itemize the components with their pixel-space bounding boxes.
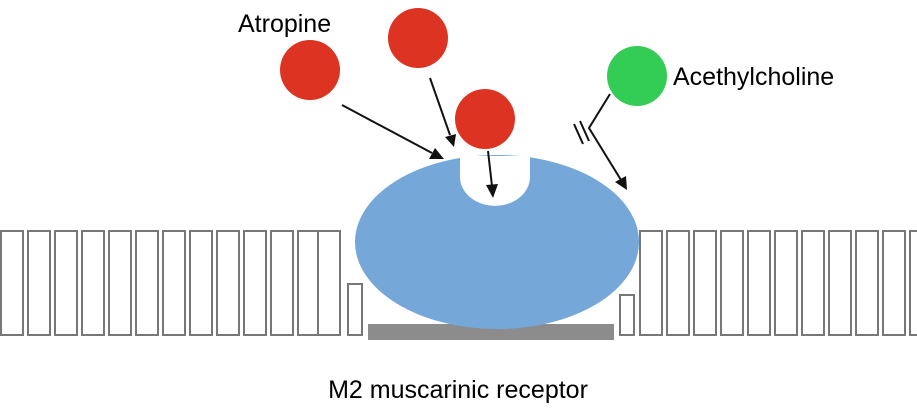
arrowhead — [486, 184, 498, 198]
atropine-arrow — [429, 77, 451, 136]
membrane-cell — [162, 230, 186, 336]
receptor-body — [355, 155, 639, 329]
membrane-cell — [828, 230, 852, 336]
atropine-molecule — [388, 8, 448, 68]
membrane-cell — [297, 230, 321, 336]
membrane-cell — [108, 230, 132, 336]
binding-arrows — [341, 77, 627, 198]
membrane-cell — [317, 230, 341, 336]
atropine-arrow — [487, 150, 493, 187]
acetylcholine-arrow — [587, 93, 622, 181]
receptor-base-plate — [368, 324, 614, 340]
block-bar — [573, 123, 584, 145]
acetylcholine-molecule — [607, 46, 667, 106]
atropine-molecules — [280, 8, 515, 149]
membrane-cell — [639, 230, 663, 336]
membrane-cell — [882, 230, 906, 336]
membrane-cell — [666, 230, 690, 336]
membrane-cell-short — [619, 294, 635, 336]
membrane-cell — [801, 230, 825, 336]
membrane-cell — [189, 230, 213, 336]
membrane-cell — [27, 230, 51, 336]
membrane-cell — [81, 230, 105, 336]
arrowhead — [615, 176, 627, 190]
arrowhead — [429, 148, 444, 159]
membrane-cell — [135, 230, 159, 336]
membrane-cell-short — [347, 283, 363, 336]
membrane-cell — [243, 230, 267, 336]
arrowhead — [445, 134, 456, 147]
membrane-cell — [693, 230, 717, 336]
atropine-molecule — [455, 89, 515, 149]
membrane-cell — [909, 230, 917, 336]
membrane-cell — [270, 230, 294, 336]
membrane-cell — [855, 230, 879, 336]
atropine-molecule — [280, 40, 340, 100]
membrane-left — [0, 230, 363, 336]
block-bar — [579, 120, 590, 142]
membrane-cell — [216, 230, 240, 336]
membrane-cell — [747, 230, 771, 336]
membrane-cell — [774, 230, 798, 336]
membrane-cell — [0, 230, 24, 336]
membrane-cell — [54, 230, 78, 336]
receptor-shape — [355, 155, 639, 329]
atropine-arrow — [341, 104, 433, 154]
acetylcholine-label: Acethylcholine — [673, 63, 834, 91]
membrane-right — [619, 230, 917, 336]
receptor-label: M2 muscarinic receptor — [328, 376, 588, 404]
binding-pocket — [460, 156, 530, 206]
atropine-label: Atropine — [238, 10, 331, 38]
blocked-binding-mark — [573, 120, 590, 145]
membrane-cell — [720, 230, 744, 336]
